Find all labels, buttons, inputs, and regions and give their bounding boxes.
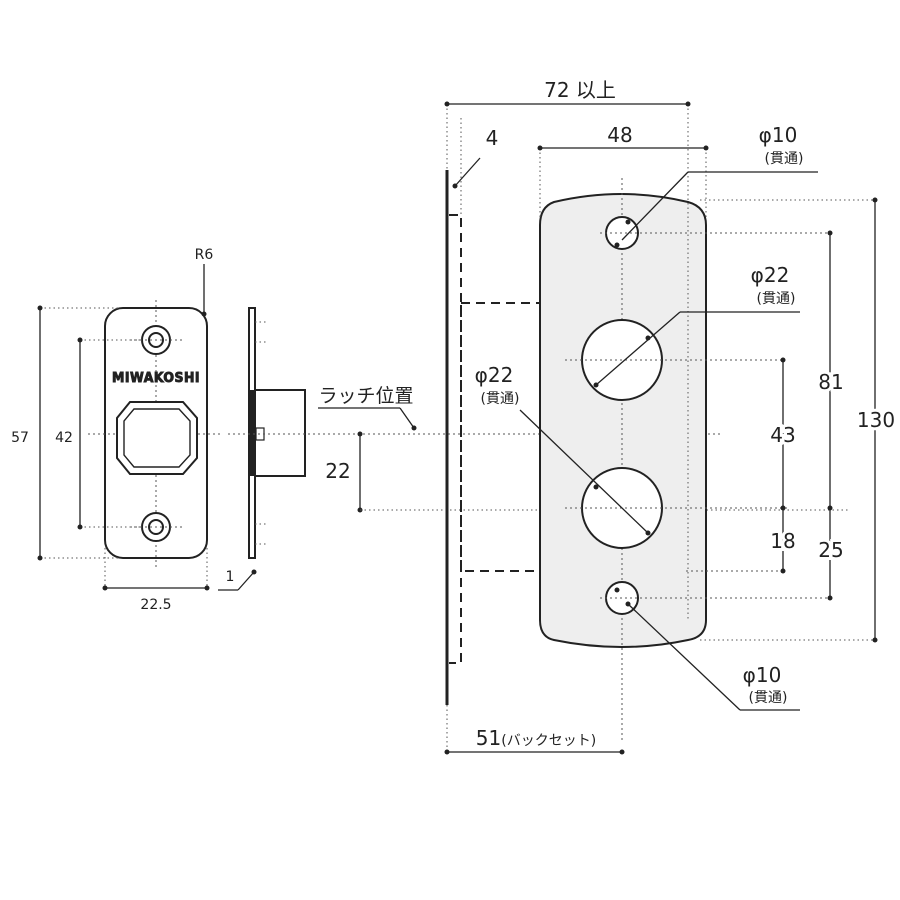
min-width-label: 72 以上 xyxy=(544,78,616,102)
latch-side-view: 1 xyxy=(218,307,306,591)
top-hole-callout: φ10 (貫通) xyxy=(614,123,818,248)
lower-hole-note: (貫通) xyxy=(481,391,520,407)
latch-bolt-window xyxy=(116,401,198,475)
bottom-hole-label: φ10 xyxy=(743,663,782,687)
lower-offset-label: 18 xyxy=(770,529,795,553)
latch-front-view: MIWAKOSHI R6 57 42 22.5 xyxy=(11,247,222,613)
latch-position-callout: ラッチ位置 xyxy=(318,385,417,431)
center-pitch-label: 43 xyxy=(770,423,795,447)
plate-pitch-label: 81 xyxy=(818,370,843,394)
top-hole-note: (貫通) xyxy=(765,151,804,167)
lower-hole-callout: φ22 (貫通) xyxy=(475,363,651,536)
top-hole-label: φ10 xyxy=(759,123,798,147)
lower-hole-label: φ22 xyxy=(475,363,514,387)
upper-hole-callout: φ22 (貫通) xyxy=(593,263,800,388)
latch-width-label: 22.5 xyxy=(140,597,171,613)
bottom-hole-note: (貫通) xyxy=(749,690,788,706)
latch-offset-dimension: 22 xyxy=(325,431,850,513)
hole-spacing-label: 48 xyxy=(607,123,632,147)
upper-hole-label: φ22 xyxy=(751,263,790,287)
latch-thickness-label: 1 xyxy=(226,569,235,585)
door-preparation-view: 72 以上 48 4 51(バックセット) 130 81 25 xyxy=(444,78,898,755)
latch-offset-label: 22 xyxy=(325,459,350,483)
edge-offset-label: 4 xyxy=(486,126,499,150)
latch-position-label: ラッチ位置 xyxy=(318,385,413,407)
bottom-hole-callout: φ10 (貫通) xyxy=(614,587,800,711)
plate-height-label: 130 xyxy=(857,408,895,432)
latch-brand-logo: MIWAKOSHI xyxy=(112,371,200,386)
latch-pitch-label: 42 xyxy=(55,430,73,446)
upper-hole-note: (貫通) xyxy=(757,291,796,307)
latch-height-label: 57 xyxy=(11,430,29,446)
backset-dimension: 51(バックセット) xyxy=(476,726,596,750)
latch-radius-label: R6 xyxy=(195,247,214,263)
escutcheon-plate xyxy=(539,193,707,648)
bottom-offset-label: 25 xyxy=(818,538,843,562)
